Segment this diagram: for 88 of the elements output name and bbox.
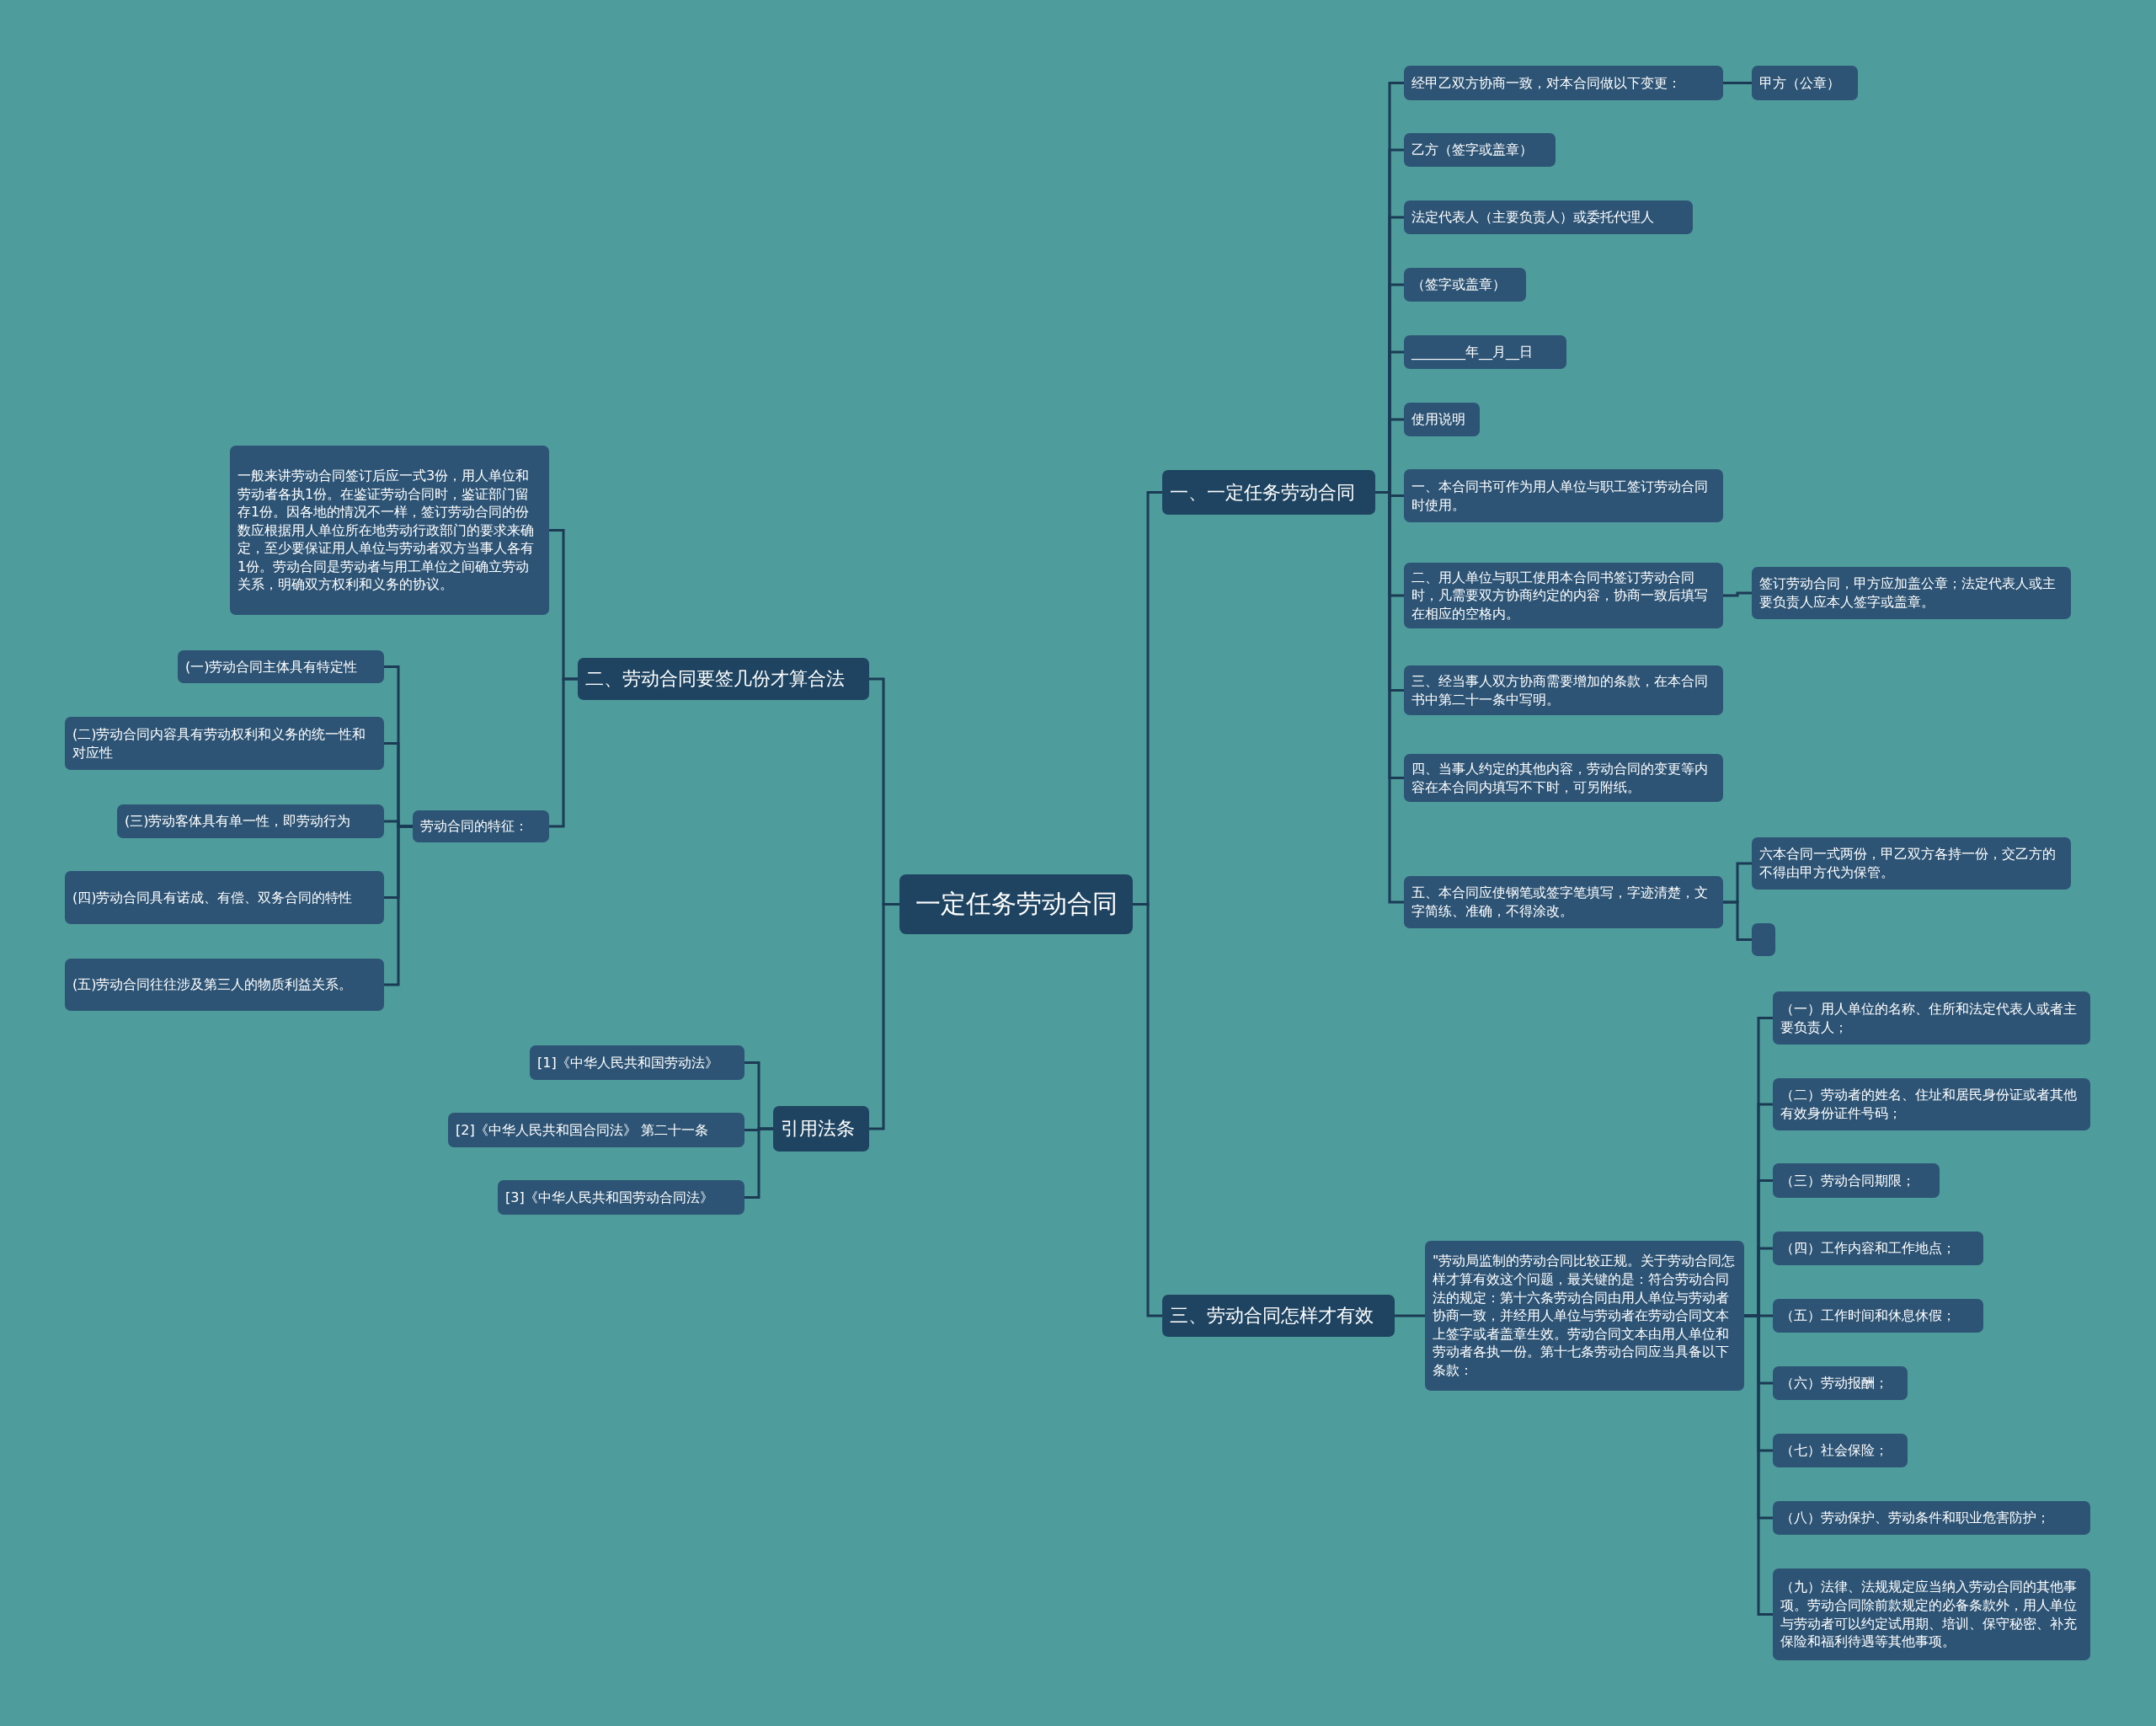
- topic-text: "劳动局监制的劳动合同比较正规。关于劳动合同怎样才算有效这个问题，最关键的是：符合劳动合同法的规定：第十六条劳动合同由用人单位与劳动者协商一致，并经用人单位与劳动者在劳动合同文本上签字或者盖章生效。劳动合同文本由用人单位和劳动者各执一份。第十七条劳动合同应当具备以下条款：: [1433, 1252, 1737, 1380]
- topic-text: (三)劳动客体具有单一性，即劳动行为: [125, 812, 351, 831]
- topic-box: [65, 717, 384, 770]
- connector-line: [1723, 591, 1752, 597]
- topic-box: [1773, 1568, 2090, 1660]
- topic-box: [1752, 567, 2071, 619]
- topic-box: [1404, 469, 1723, 522]
- topic-box: [65, 871, 384, 924]
- topic-box: [178, 650, 384, 683]
- connector-line: [384, 825, 413, 986]
- topic-box: [230, 446, 549, 615]
- topic-box: [1773, 1434, 1908, 1467]
- topic-box: [117, 804, 384, 838]
- topic-text: 签订劳动合同，甲方应加盖公章；法定代表人或主要负责人应本人签字或盖章。: [1759, 574, 2057, 612]
- topic-text: 一、一定任务劳动合同: [1170, 480, 1355, 505]
- topic-box: [1404, 876, 1723, 928]
- topic-box: [498, 1180, 744, 1215]
- topic-text: 一定任务劳动合同: [915, 888, 1118, 921]
- topic-text: 经甲乙双方协商一致，对本合同做以下变更：: [1412, 73, 1681, 93]
- connector-line: [744, 1127, 773, 1199]
- connector-line: [1744, 1314, 1773, 1616]
- topic-box: [1404, 335, 1566, 369]
- connector-line: [1395, 1314, 1425, 1317]
- topic-box: [1425, 1241, 1744, 1391]
- topic-text: 使用说明: [1412, 410, 1465, 429]
- central-topic: [899, 874, 1133, 934]
- topic-text: （六）劳动报酬；: [1780, 1374, 1888, 1392]
- connector-line: [549, 677, 578, 828]
- connector-line: [1723, 900, 1752, 941]
- topic-box: [1404, 268, 1526, 302]
- topic-text: (四)劳动合同具有诺成、有偿、双务合同的特性: [72, 888, 353, 907]
- topic-box: [1404, 665, 1723, 715]
- topic-text: （五）工作时间和休息休假；: [1780, 1307, 1956, 1325]
- topic-box: [1773, 1501, 2090, 1535]
- topic-text: 劳动合同的特征：: [420, 817, 528, 836]
- topic-text: (二)劳动合同内容具有劳动权利和义务的统一性和对应性: [72, 724, 367, 762]
- topic-text: （一）用人单位的名称、住所和法定代表人或者主要负责人；: [1780, 999, 2078, 1037]
- topic-text: 五、本合同应使钢笔或签字笔填写，字迹清楚，文字简练、准确，不得涂改。: [1412, 884, 1709, 921]
- topic-text: 一般来讲劳动合同签订后应一式3份，用人单位和劳动者各执1份。在鉴证劳动合同时，鉴证部门留存1份。因各地的情况不一样，签订劳动合同的份数应根据用人单位所在地劳动行政部门的要求来确定，至少要保证用人单位与劳动者双方当事人各有1份。劳动合同是劳动者与用工单位之间确立劳动关系，明确双方权利和义务的协议。: [237, 466, 535, 595]
- topic-text: （七）社会保险；: [1780, 1441, 1888, 1460]
- topic-box: [1773, 1366, 1908, 1400]
- topic-text: 乙方（签字或盖章）: [1412, 141, 1533, 159]
- topic-box: [1773, 1078, 2090, 1130]
- topic-box: [1773, 1163, 1940, 1198]
- connector-line: [1723, 82, 1752, 84]
- topic-text: （九）法律、法规规定应当纳入劳动合同的其他事项。劳动合同除前款规定的必备条款外，用人单位与劳动者可以约定试用期、培训、保守秘密、补充保险和福利待遇等其他事项。: [1780, 1578, 2078, 1651]
- topic-text: ________年__月__日: [1412, 343, 1533, 361]
- branch-topic: [773, 1106, 869, 1152]
- topic-text: (一)劳动合同主体具有特定性: [185, 657, 358, 676]
- branch-topic: [578, 658, 869, 700]
- topic-text: 二、劳动合同要签几份才算合法: [585, 667, 845, 692]
- topic-box: [1752, 66, 1858, 100]
- topic-text: 二、用人单位与职工使用本合同书签订劳动合同时，凡需要双方协商约定的内容，协商一致后填写在相应的空格内。: [1412, 568, 1709, 623]
- topic-text: 甲方（公章）: [1759, 73, 1840, 93]
- topic-text: （二）劳动者的姓名、住址和居民身份证或者其他有效身份证件号码；: [1780, 1086, 2078, 1123]
- topic-text: 三、经当事人双方协商需要增加的条款，在本合同书中第二十一条中写明。: [1412, 671, 1709, 709]
- topic-text: [2]《中华人民共和国合同法》 第二十一条: [456, 1120, 708, 1140]
- topic-text: (五)劳动合同往往涉及第三人的物质利益关系。: [72, 975, 353, 994]
- topic-box: [413, 810, 549, 842]
- branch-topic: [1162, 470, 1375, 515]
- topic-box: [1773, 1299, 1983, 1333]
- topic-box: [530, 1045, 744, 1080]
- topic-text: 四、当事人约定的其他内容，劳动合同的变更等内容在本合同内填写不下时，可另附纸。: [1412, 759, 1709, 797]
- topic-box: [1404, 133, 1556, 167]
- topic-text: （签字或盖章）: [1412, 275, 1506, 294]
- topic-text: [3]《中华人民共和国劳动合同法》: [505, 1188, 713, 1207]
- topic-box: [1404, 200, 1693, 234]
- topic-text: 一、本合同书可作为用人单位与职工签订劳动合同时使用。: [1412, 477, 1709, 515]
- topic-box: [1404, 754, 1723, 802]
- topic-box: [1773, 991, 2090, 1045]
- topic-box: [1404, 563, 1723, 628]
- topic-box: [1752, 837, 2071, 890]
- topic-text: 引用法条: [781, 1117, 855, 1141]
- topic-text: （三）劳动合同期限；: [1780, 1171, 1915, 1190]
- topic-box: [65, 959, 384, 1011]
- topic-text: 法定代表人（主要负责人）或委托代理人: [1412, 208, 1654, 227]
- topic-box: [1404, 66, 1723, 100]
- topic-box: [1404, 403, 1480, 436]
- topic-text: 六本合同一式两份，甲乙双方各持一份，交乙方的不得由甲方代为保管。: [1759, 845, 2057, 882]
- topic-box: [448, 1113, 744, 1147]
- topic-text: 三、劳动合同怎样才有效: [1170, 1304, 1374, 1328]
- branch-topic: [1162, 1295, 1395, 1337]
- connector-line: [869, 903, 899, 1130]
- empty-topic-box: [1752, 923, 1775, 956]
- topic-text: （四）工作内容和工作地点；: [1780, 1239, 1956, 1258]
- topic-text: （八）劳动保护、劳动条件和职业危害防护；: [1780, 1509, 2050, 1527]
- topic-text: [1]《中华人民共和国劳动法》: [537, 1053, 718, 1072]
- topic-box: [1773, 1232, 1983, 1265]
